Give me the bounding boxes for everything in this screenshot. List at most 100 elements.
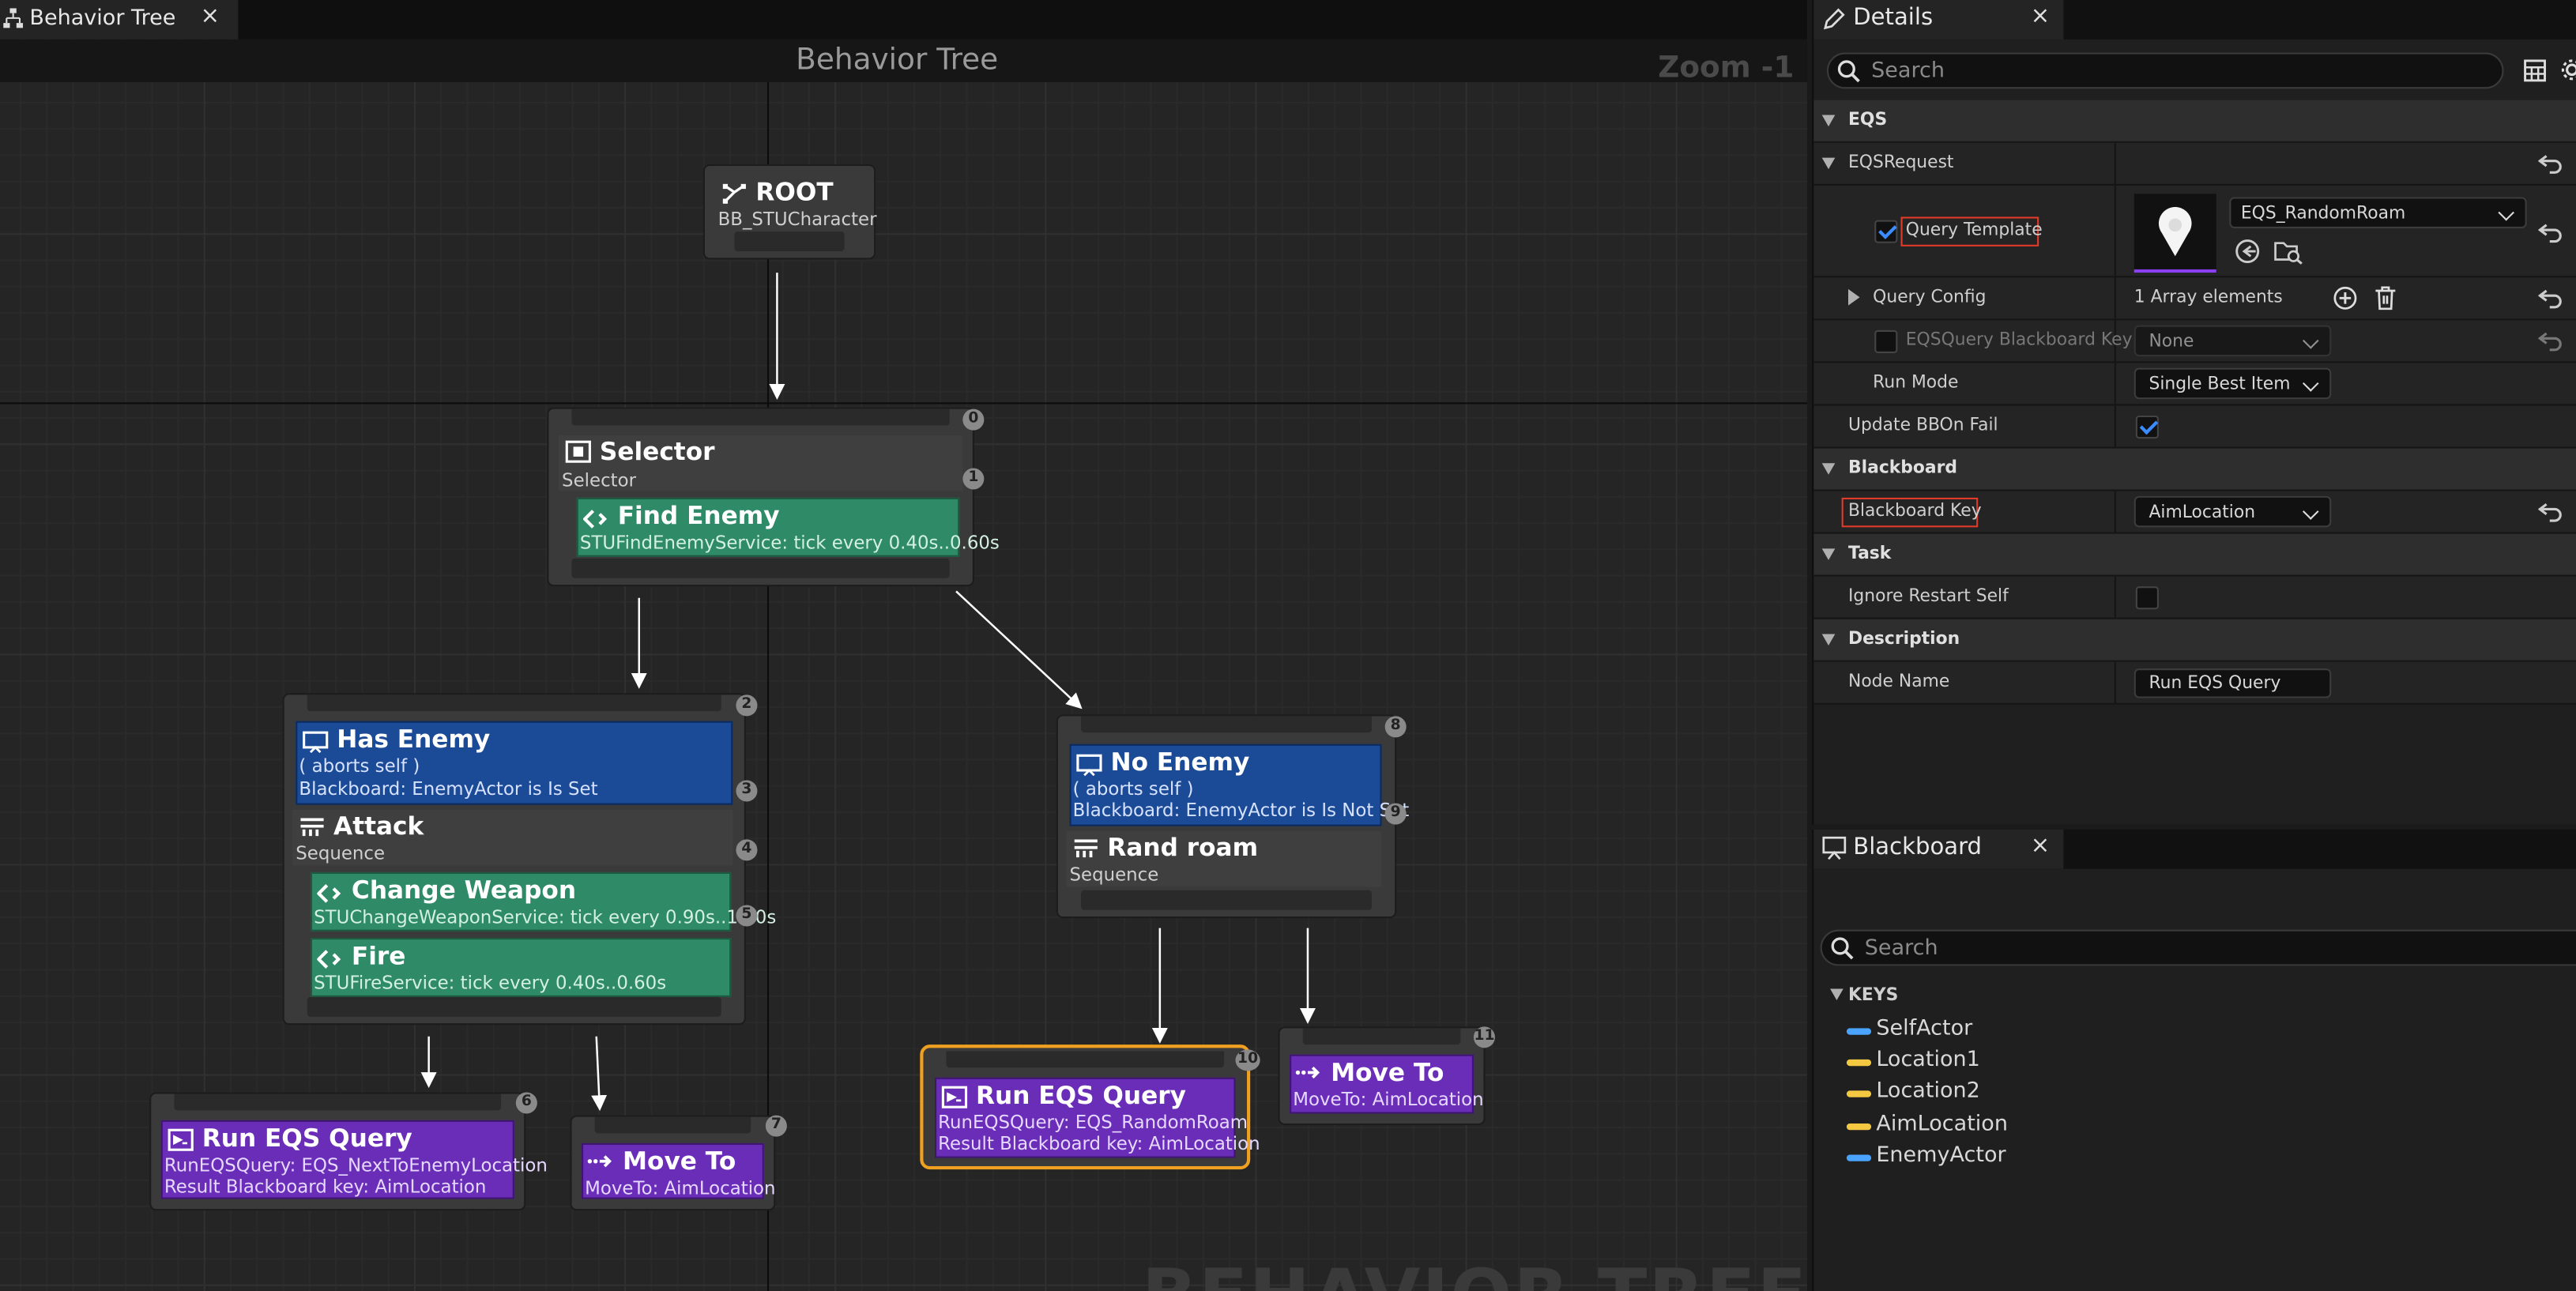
use-selected-asset-icon[interactable] [2235, 238, 2261, 264]
attack-eqs-query: RunEQSQuery: EQS_NextToEnemyLocation [164, 1154, 548, 1176]
details-search-input[interactable]: Search [1826, 52, 2504, 89]
key-type-color [1846, 1059, 1872, 1067]
roam-eqs-input-pin[interactable] [946, 1051, 1224, 1068]
attack-run-eqs-task[interactable]: Run EQS Query RunEQSQuery: EQS_NextToEne… [160, 1120, 548, 1199]
find-enemy-service[interactable]: Find Enemy STUFindEnemyService: tick eve… [576, 497, 1000, 557]
eqs-bb-key-value: None [2149, 331, 2194, 352]
row-eqs-request[interactable]: EQSRequest [1813, 142, 2576, 186]
trash-icon[interactable] [2374, 286, 2397, 311]
category-blackboard[interactable]: Blackboard [1813, 448, 2576, 491]
blackboard-tab[interactable]: Blackboard × [1813, 829, 2064, 869]
update-bb-checkbox[interactable] [2135, 415, 2159, 439]
selector-composite[interactable]: Selector Selector [558, 435, 963, 491]
change-weapon-title: Change Weapon [351, 875, 577, 905]
attack-output-pin[interactable] [307, 996, 721, 1017]
root-blackboard: BB_STUCharacter [717, 209, 877, 231]
row-run-mode[interactable]: Run Mode Single Best Item [1813, 363, 2576, 406]
asset-thumbnail[interactable] [2133, 194, 2216, 273]
attack-move-to-node[interactable]: Move To MoveTo: AimLocation 7 [570, 1115, 787, 1211]
keys-header[interactable]: KEYS [1813, 980, 2576, 1010]
run-mode-dropdown[interactable]: Single Best Item [2133, 367, 2332, 400]
attack-composite[interactable]: Attack Sequence [292, 809, 733, 866]
key-type-color [1846, 1154, 1872, 1161]
close-tab-button[interactable]: × [200, 3, 220, 30]
column-divider [2114, 363, 2116, 405]
row-node-name[interactable]: Node Name Run EQS Query [1813, 661, 2576, 705]
details-panel: Details × Search EQS EQSRequest Query Te… [1812, 0, 2576, 825]
graph-header: Behavior Tree Zoom -1 [0, 39, 1808, 85]
has-enemy-decorator[interactable]: Has Enemy ( aborts self ) Blackboard: En… [296, 721, 733, 805]
blackboard-search-placeholder: Search [1864, 935, 1938, 962]
attack-eqs-input-pin[interactable] [174, 1093, 502, 1111]
close-blackboard-button[interactable]: × [2030, 833, 2051, 860]
selector-title: Selector [599, 436, 715, 467]
roam-run-eqs-task[interactable]: Run EQS Query RunEQSQuery: EQS_RandomRoa… [935, 1077, 1260, 1158]
column-divider [2114, 661, 2116, 703]
attack-run-eqs-node[interactable]: Run EQS Query RunEQSQuery: EQS_NextToEne… [149, 1092, 548, 1211]
node-index-badge: 3 [736, 780, 758, 802]
attack-move-to-task[interactable]: Move To MoveTo: AimLocation [582, 1142, 776, 1199]
chevron-down-icon [2302, 333, 2319, 349]
rand-roam-title: Rand roam [1107, 833, 1259, 863]
close-details-button[interactable]: × [2030, 3, 2051, 30]
selector-output-pin[interactable] [571, 558, 950, 578]
search-icon [1831, 937, 1854, 960]
row-query-config[interactable]: Query Config 1 Array elements [1813, 277, 2576, 321]
roam-run-eqs-node[interactable]: Run EQS Query RunEQSQuery: EQS_RandomRoa… [920, 1044, 1260, 1170]
category-description[interactable]: Description [1813, 619, 2576, 662]
reset-to-default-icon[interactable] [2538, 220, 2563, 243]
category-task[interactable]: Task [1813, 533, 2576, 577]
rand-roam-composite[interactable]: Rand roam Sequence [1066, 830, 1382, 887]
roam-move-to-task[interactable]: Move To MoveTo: AimLocation [1290, 1054, 1484, 1114]
eqs-bb-key-dropdown[interactable]: None [2133, 325, 2332, 357]
category-task-label: Task [1847, 544, 1892, 564]
fire-desc: STUFireService: tick every 0.40s..0.60s [314, 972, 667, 994]
root-node[interactable]: ROOT BB_STUCharacter [702, 164, 877, 260]
row-blackboard-key[interactable]: Blackboard Key AimLocation [1813, 491, 2576, 534]
root-output-pin[interactable] [734, 231, 845, 252]
roam-input-pin[interactable] [1081, 716, 1373, 733]
roam-eqs-query: RunEQSQuery: EQS_RandomRoam [938, 1112, 1248, 1134]
roam-move-to-node[interactable]: Move To MoveTo: AimLocation 11 [1278, 1026, 1495, 1126]
row-query-template[interactable]: Query Template EQS_RandomRoam [1813, 185, 2576, 278]
browse-asset-icon[interactable] [2273, 238, 2303, 265]
row-ignore-restart-self[interactable]: Ignore Restart Self [1813, 576, 2576, 619]
attack-input-pin[interactable] [307, 694, 721, 712]
selector-input-pin[interactable] [571, 408, 950, 426]
roam-move-input-pin[interactable] [1302, 1028, 1461, 1045]
root-icon [722, 183, 746, 204]
category-eqs[interactable]: EQS [1813, 100, 2576, 143]
blackboard-key-dropdown[interactable]: AimLocation [2133, 495, 2332, 528]
reset-to-default-icon[interactable] [2538, 286, 2563, 309]
query-template-dropdown[interactable]: EQS_RandomRoam [2229, 197, 2527, 228]
roam-output-pin[interactable] [1081, 890, 1373, 910]
ignore-restart-checkbox[interactable] [2135, 586, 2159, 610]
key-name: SelfActor [1876, 1016, 1973, 1042]
reset-to-default-icon[interactable] [2538, 499, 2563, 522]
chevron-down-icon [2302, 375, 2319, 392]
row-update-bb-on-fail[interactable]: Update BBOn Fail [1813, 405, 2576, 449]
query-template-checkbox[interactable] [1874, 220, 1898, 243]
blackboard-search-input[interactable]: Search [1820, 929, 2576, 966]
table-view-icon[interactable] [2523, 59, 2546, 82]
update-bb-label: Update BBOn Fail [1847, 415, 1998, 435]
attack-sequence-node[interactable]: Has Enemy ( aborts self ) Blackboard: En… [282, 693, 776, 1026]
behavior-tree-graph[interactable]: Behavior Tree Zoom -1 BEHAVIOR TREE ROOT… [0, 39, 1808, 1291]
node-name-input[interactable]: Run EQS Query [2133, 668, 2332, 698]
rand-roam-node[interactable]: No Enemy ( aborts self ) Blackboard: Ene… [1056, 714, 1409, 919]
behavior-tree-tab[interactable]: Behavior Tree × [0, 0, 239, 40]
add-element-icon[interactable] [2333, 286, 2357, 311]
details-tab[interactable]: Details × [1813, 0, 2064, 40]
no-enemy-decorator[interactable]: No Enemy ( aborts self ) Blackboard: Ene… [1069, 743, 1409, 826]
attack-move-input-pin[interactable] [594, 1116, 751, 1134]
collapse-icon [1821, 463, 1836, 475]
row-eqs-bb-key[interactable]: EQSQuery Blackboard Key None [1813, 320, 2576, 363]
reset-to-default-icon[interactable] [2538, 329, 2563, 352]
gear-icon[interactable] [2559, 58, 2576, 82]
node-index-badge: 8 [1384, 716, 1407, 738]
change-weapon-service[interactable]: Change Weapon STUChangeWeaponService: ti… [310, 871, 776, 932]
eqs-bb-key-checkbox[interactable] [1874, 329, 1898, 353]
fire-service[interactable]: Fire STUFireService: tick every 0.40s..0… [310, 938, 732, 997]
reset-to-default-icon[interactable] [2538, 151, 2563, 174]
selector-node[interactable]: Selector Selector Find Enemy STUFindEnem… [547, 407, 1000, 587]
